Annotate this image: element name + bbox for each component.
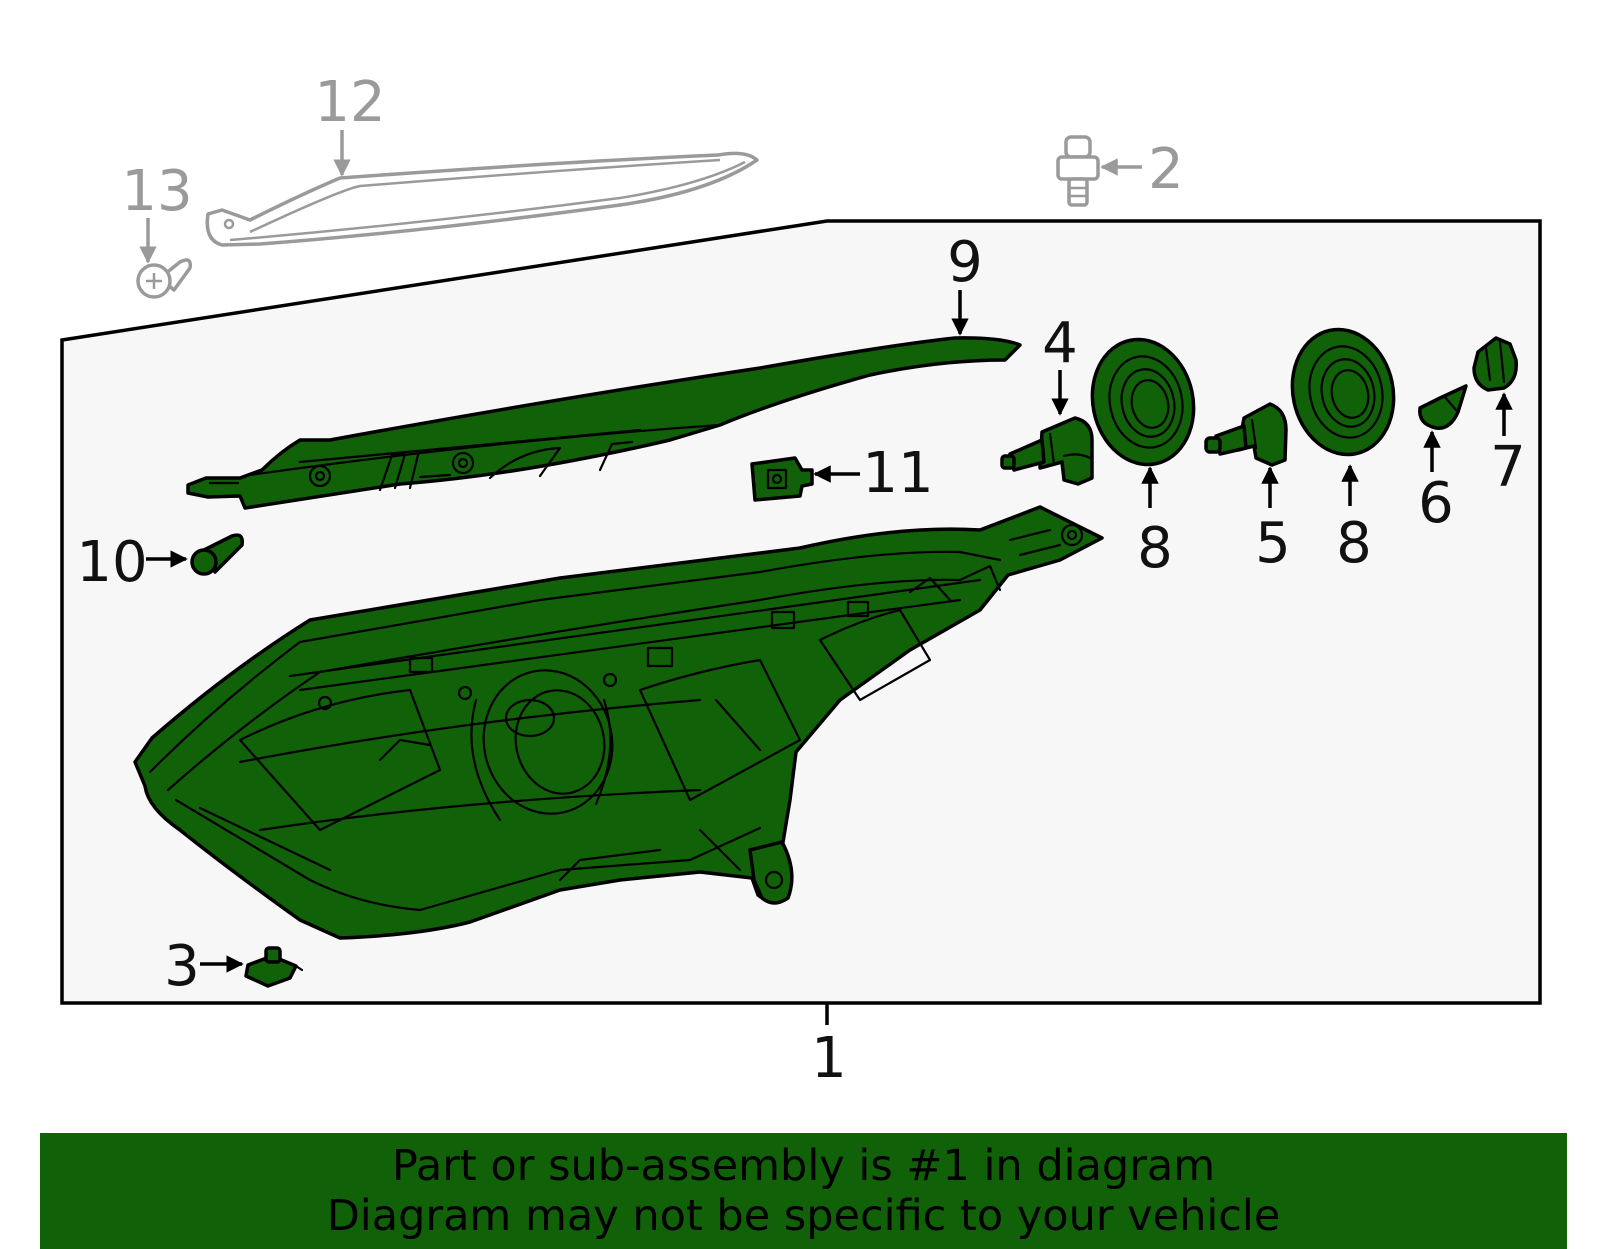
footer-line-2: Diagram may not be specific to your vehi… xyxy=(326,1191,1281,1241)
callout-3: 3 xyxy=(164,934,200,999)
callout-9: 9 xyxy=(947,230,983,295)
part-8-cap-left xyxy=(1090,337,1196,467)
callout-8b: 8 xyxy=(1336,511,1372,576)
part-12-trim-strip xyxy=(205,151,759,247)
callout-8a: 8 xyxy=(1137,516,1173,581)
part-10-screw xyxy=(190,533,245,576)
callout-10: 10 xyxy=(76,530,147,595)
callout-12: 12 xyxy=(314,70,385,135)
callout-6: 6 xyxy=(1418,471,1454,536)
part-3-clip-nut xyxy=(244,946,304,988)
part-2-bolt xyxy=(1056,135,1100,207)
part-8-cap-right xyxy=(1290,327,1396,457)
callout-11: 11 xyxy=(862,441,933,506)
footer-banner: Part or sub-assembly is #1 in diagram Di… xyxy=(40,1133,1567,1249)
part-13-screw xyxy=(136,258,193,299)
part-1-headlamp-assembly xyxy=(133,505,1104,940)
callout-4: 4 xyxy=(1042,311,1078,376)
part-5-bulb xyxy=(1204,402,1288,467)
part-6-bulb xyxy=(1418,384,1468,430)
part-9-garnish xyxy=(186,336,1022,510)
footer-line-1: Part or sub-assembly is #1 in diagram xyxy=(391,1141,1216,1191)
callout-1: 1 xyxy=(811,1026,847,1091)
part-11-module xyxy=(750,456,814,502)
callout-7: 7 xyxy=(1490,435,1526,500)
callout-13: 13 xyxy=(121,159,192,224)
part-7-socket xyxy=(1472,336,1518,392)
part-4-bulb xyxy=(1000,416,1094,486)
callout-2: 2 xyxy=(1148,137,1184,202)
callout-5: 5 xyxy=(1255,511,1291,576)
